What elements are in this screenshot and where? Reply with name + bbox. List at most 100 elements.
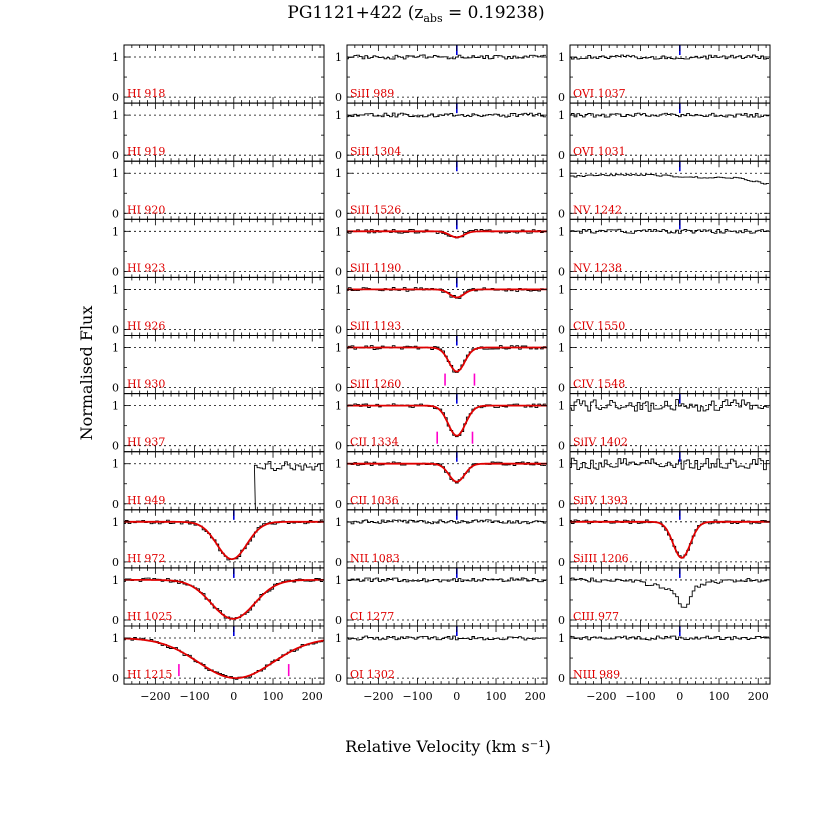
y-axis-label: Normalised Flux xyxy=(77,306,96,441)
y-tick-label: 0 xyxy=(112,556,119,569)
x-tick-label: 100 xyxy=(263,690,284,703)
y-tick-label: 0 xyxy=(112,614,119,627)
spectrum-data xyxy=(570,635,769,641)
line-label: HI 920 xyxy=(127,203,165,216)
y-tick-label: 0 xyxy=(558,382,565,395)
y-tick-label: 1 xyxy=(558,400,565,413)
fit-curve xyxy=(347,230,547,239)
y-tick-label: 0 xyxy=(558,440,565,453)
fit-curve xyxy=(124,579,324,620)
figure-title: PG1121+422 (zabs = 0.19238) xyxy=(287,3,544,25)
line-label: SiII 1260 xyxy=(350,378,401,391)
y-tick-label: 0 xyxy=(112,440,119,453)
y-tick-label: 0 xyxy=(335,556,342,569)
y-tick-label: 0 xyxy=(335,614,342,627)
spectrum-data xyxy=(347,345,546,373)
figure-title-main: PG1121+422 (z xyxy=(287,3,423,23)
x-tick-label: −200 xyxy=(363,690,393,703)
y-tick-label: 1 xyxy=(335,167,342,180)
spectrum-data xyxy=(347,112,546,118)
y-tick-label: 1 xyxy=(112,342,119,355)
y-tick-label: 0 xyxy=(558,91,565,104)
y-tick-label: 0 xyxy=(335,672,342,685)
line-label: HI 930 xyxy=(127,378,165,391)
line-label: SiII 1190 xyxy=(350,261,401,274)
svg-text:PG1121+422 (zabs = 0.19238): PG1121+422 (zabs = 0.19238) xyxy=(287,3,544,25)
line-label: HI 937 xyxy=(127,436,165,449)
y-tick-label: 1 xyxy=(558,109,565,122)
y-tick-label: 1 xyxy=(112,458,119,471)
x-tick-label: 100 xyxy=(486,690,507,703)
y-tick-label: 1 xyxy=(558,458,565,471)
y-tick-label: 0 xyxy=(112,265,119,278)
y-tick-label: 0 xyxy=(112,672,119,685)
spectrum-data xyxy=(570,112,769,118)
x-tick-label: −200 xyxy=(586,690,616,703)
y-tick-label: 0 xyxy=(558,672,565,685)
y-tick-label: 0 xyxy=(335,323,342,336)
spectrum-data xyxy=(253,461,323,510)
x-tick-label: −100 xyxy=(625,690,655,703)
panel-frame xyxy=(346,625,548,685)
line-label: HI 949 xyxy=(127,494,165,507)
x-tick-label: 200 xyxy=(302,690,323,703)
y-tick-label: 1 xyxy=(335,109,342,122)
fit-curve xyxy=(570,520,770,559)
y-tick-label: 1 xyxy=(112,283,119,296)
y-tick-label: 1 xyxy=(335,632,342,645)
y-tick-label: 0 xyxy=(335,207,342,220)
spectrum-data xyxy=(347,577,546,583)
y-tick-label: 1 xyxy=(335,400,342,413)
line-label: SiIII 1206 xyxy=(573,552,629,565)
spectrum-data xyxy=(347,461,546,484)
line-label: OVI 1031 xyxy=(573,145,626,158)
spectrum-data xyxy=(347,54,546,60)
y-tick-label: 1 xyxy=(112,109,119,122)
y-tick-label: 1 xyxy=(558,574,565,587)
fit-curve xyxy=(124,520,324,560)
y-tick-label: 1 xyxy=(112,51,119,64)
line-label: CIV 1548 xyxy=(573,378,625,391)
y-tick-label: 1 xyxy=(335,283,342,296)
y-tick-label: 1 xyxy=(558,283,565,296)
line-label: HI 923 xyxy=(127,261,165,274)
line-label: CII 1334 xyxy=(350,436,399,449)
fit-curve xyxy=(347,462,547,483)
y-tick-label: 1 xyxy=(558,225,565,238)
spectrum-data xyxy=(570,457,769,471)
x-tick-label: −100 xyxy=(402,690,432,703)
line-label: NIII 989 xyxy=(573,668,620,681)
spectrum-data xyxy=(570,173,769,185)
y-tick-label: 0 xyxy=(558,498,565,511)
y-tick-label: 0 xyxy=(558,323,565,336)
line-label: CIV 1550 xyxy=(573,320,625,333)
y-tick-label: 1 xyxy=(335,225,342,238)
line-label: HI 1025 xyxy=(127,610,172,623)
x-tick-label: 100 xyxy=(709,690,730,703)
line-label: OVI 1037 xyxy=(573,87,626,100)
y-tick-label: 1 xyxy=(112,574,119,587)
line-label: NII 1083 xyxy=(350,552,400,565)
line-label: HI 972 xyxy=(127,552,165,565)
y-tick-label: 1 xyxy=(558,516,565,529)
